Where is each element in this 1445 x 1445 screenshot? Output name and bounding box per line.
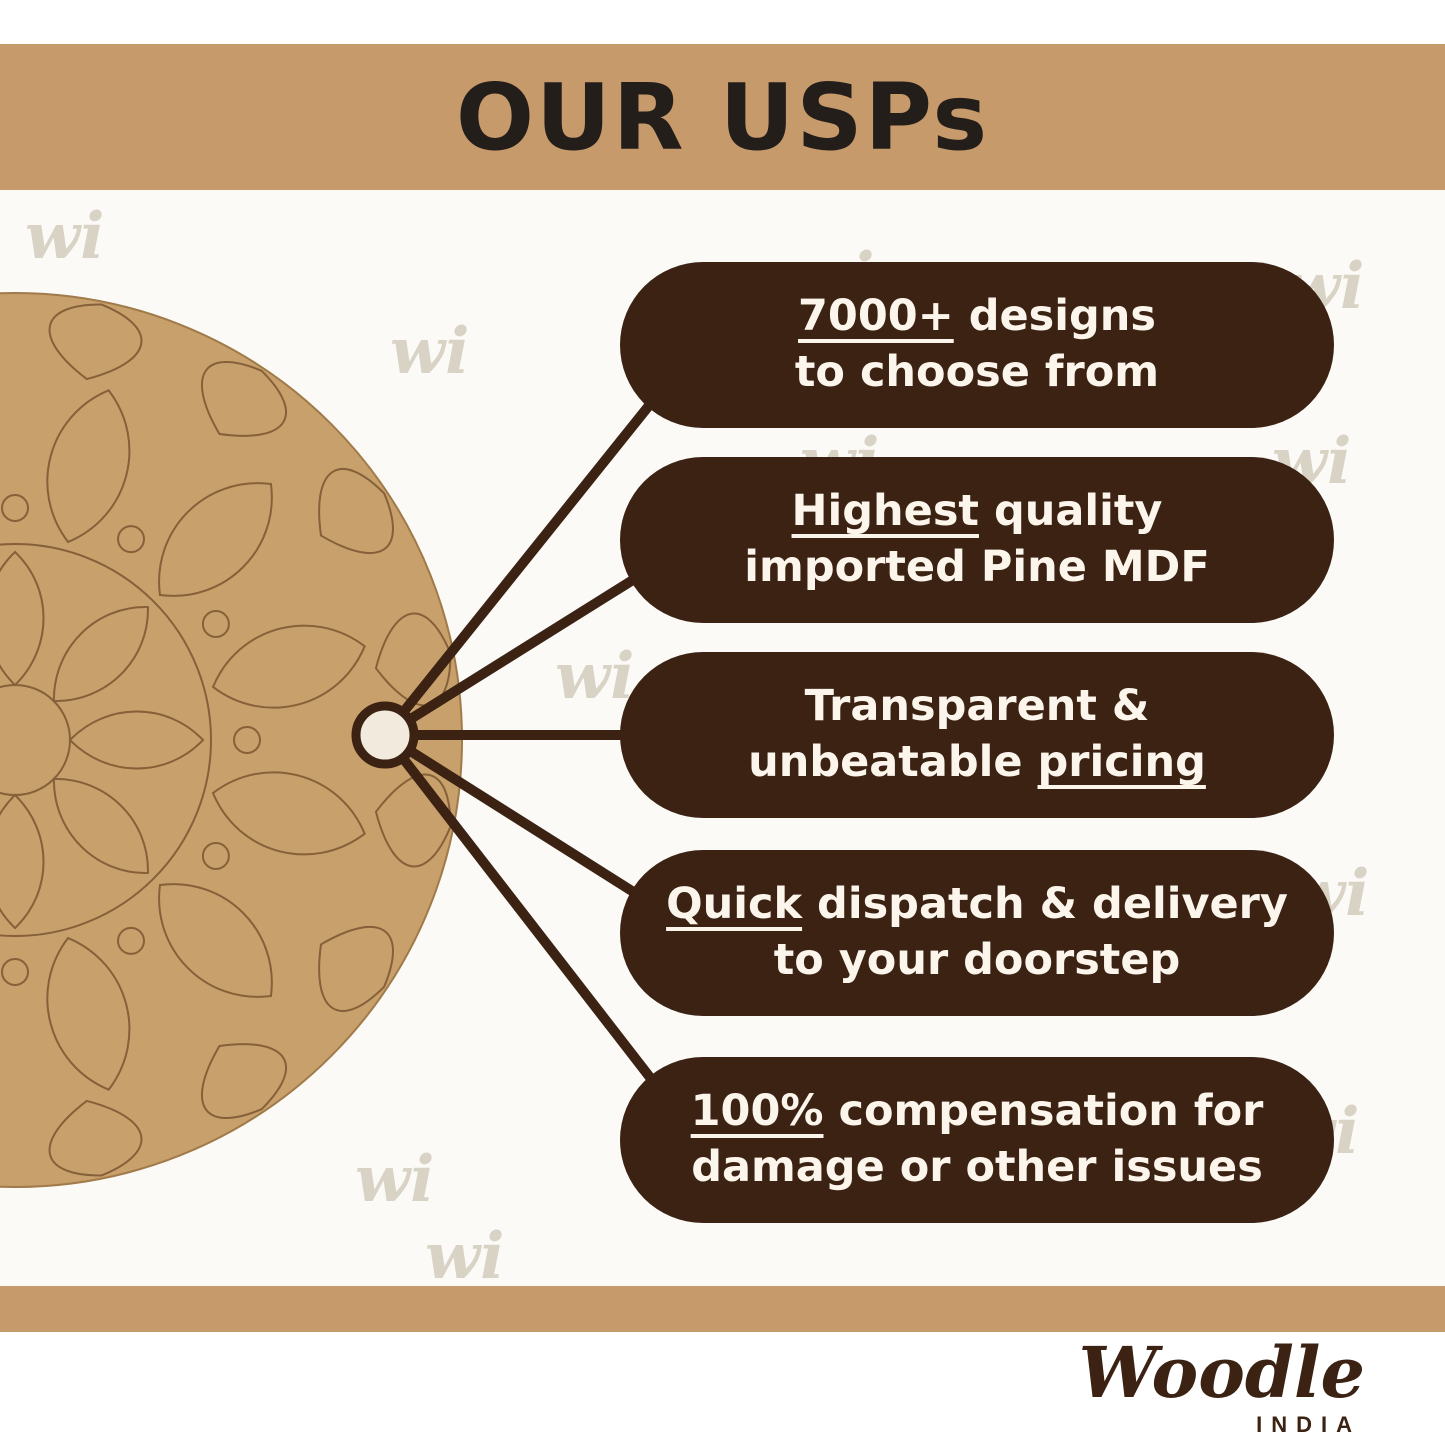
page-title: OUR USPs [455, 63, 990, 171]
main-area: wiwiwiwiwiwiwiwiwiwiwiwiwi [0, 190, 1445, 1286]
usp-pill-line: damage or other issues [691, 1142, 1263, 1192]
usp-pill-line: imported Pine MDF [744, 542, 1210, 592]
mdf-disc-graphic [0, 292, 705, 1188]
brand-name: Woodle [1078, 1331, 1365, 1414]
woodle-logo: Woodle INDIA [1079, 1336, 1365, 1438]
mandala-pattern [0, 294, 461, 1186]
usp-pill: Transparent &unbeatable pricing [620, 652, 1334, 818]
usp-pill-line: to your doorstep [773, 935, 1181, 985]
header-band: OUR USPs [0, 44, 1445, 190]
watermark-wi: wi [555, 639, 635, 714]
connector-line [380, 730, 705, 1147]
brand-country: INDIA [1256, 1411, 1361, 1437]
usp-pill-line: Highest quality [791, 486, 1163, 537]
connector-node [351, 701, 419, 769]
usp-pill-line: Quick dispatch & delivery [666, 879, 1288, 930]
watermark-wi: wi [25, 199, 105, 274]
watermark-wi: wi [390, 314, 470, 389]
watermark-wi: wi [355, 1142, 435, 1217]
usp-pill-line: 7000+ designs [798, 291, 1156, 342]
usp-pill-line: unbeatable pricing [748, 737, 1206, 787]
top-white-strip [0, 0, 1445, 44]
usp-pill-line: 100% compensation for [690, 1086, 1264, 1137]
usp-pill-line: to choose from [794, 347, 1160, 397]
bottom-band [0, 1286, 1445, 1332]
watermark-wi: wi [425, 1219, 505, 1287]
footer: Woodle INDIA [0, 1332, 1445, 1445]
usp-pill-line: Transparent & [804, 681, 1150, 732]
